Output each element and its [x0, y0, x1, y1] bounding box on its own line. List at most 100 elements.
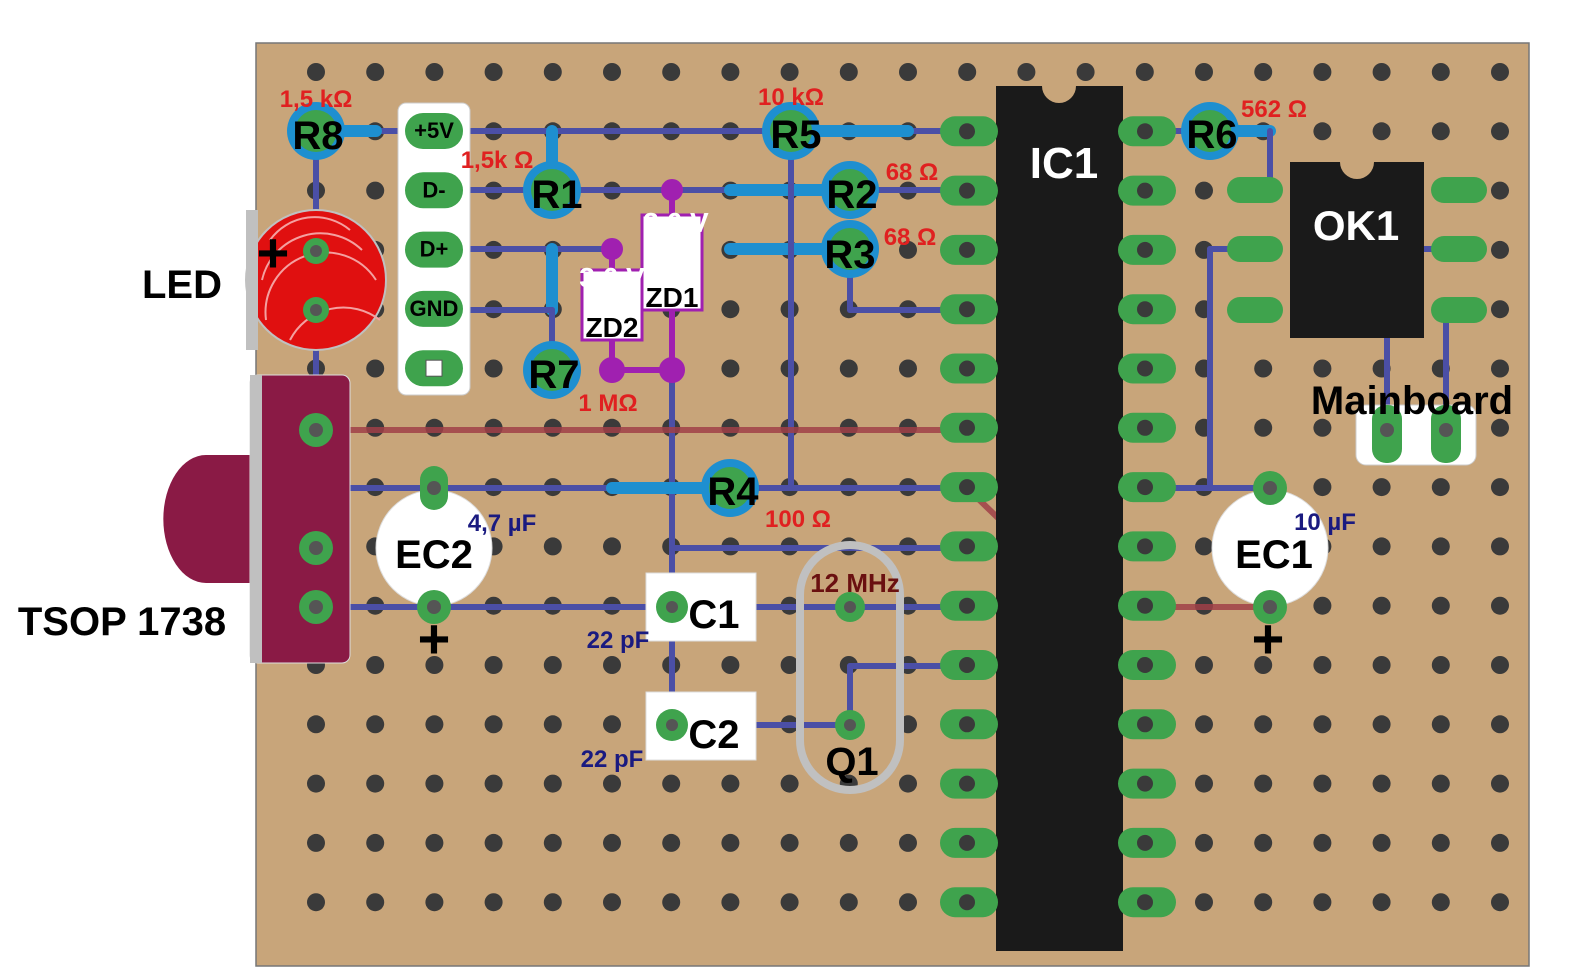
hole [1254, 656, 1273, 674]
hole [307, 715, 325, 734]
r7-value: 1 MΩ [578, 390, 637, 417]
hole [1137, 775, 1153, 792]
hole [1431, 63, 1450, 81]
hole [484, 833, 503, 852]
hole [1372, 656, 1391, 674]
hole [603, 715, 621, 734]
hole [1137, 301, 1153, 318]
c1: C1 22 pF [587, 572, 757, 654]
hole [1195, 774, 1213, 793]
hole [484, 715, 503, 734]
hole [425, 833, 444, 852]
hole [1491, 122, 1509, 141]
hole [1313, 478, 1332, 497]
r8-value: 1,5 kΩ [280, 86, 353, 113]
hole [1372, 478, 1391, 497]
r4-value: 100 Ω [765, 506, 831, 533]
connector-pin [405, 113, 463, 149]
hole [1491, 240, 1509, 259]
hole [1137, 538, 1153, 555]
hole [1313, 63, 1332, 81]
hole [1313, 893, 1332, 912]
ec2-plus: + [418, 607, 451, 670]
hole [721, 774, 740, 793]
hole [662, 774, 681, 793]
r3-label: R3 [824, 233, 875, 277]
hole [721, 300, 740, 319]
hole [1313, 833, 1332, 852]
hole [1491, 63, 1509, 81]
r5-value: 10 kΩ [758, 84, 824, 111]
hole [1313, 359, 1332, 378]
ec1-plus: + [1252, 607, 1285, 670]
hole [1137, 657, 1153, 673]
ic1: IC1 [940, 86, 1176, 951]
led: + LED [142, 209, 387, 351]
hole [1491, 596, 1509, 615]
hole [721, 656, 740, 674]
hole [484, 359, 503, 378]
r7-label: R7 [528, 353, 579, 397]
hole [1195, 63, 1213, 81]
hole [366, 774, 385, 793]
c1-label: C1 [688, 593, 739, 637]
hole [1254, 893, 1273, 912]
c1-value: 22 pF [587, 627, 650, 654]
hole [662, 893, 681, 912]
hole [1491, 893, 1509, 912]
hole [366, 893, 385, 912]
hole [1372, 596, 1391, 615]
hole [1431, 478, 1450, 497]
hole [899, 893, 917, 912]
resistor-pad [1189, 110, 1231, 152]
hole [1313, 774, 1332, 793]
hole [1137, 360, 1153, 377]
hole [484, 893, 503, 912]
ec1-value: 10 µF [1294, 509, 1356, 536]
hole [1431, 122, 1450, 141]
connector-pin-label: +5V [414, 118, 454, 143]
hole [721, 893, 740, 912]
hole [1491, 656, 1509, 674]
hole [959, 597, 975, 614]
zd1-value: 3,6 V [643, 207, 709, 238]
zd2-label: ZD2 [586, 312, 639, 343]
hole [959, 894, 975, 911]
r4-label: R4 [707, 470, 759, 514]
hole [839, 833, 858, 852]
hole [1372, 537, 1391, 556]
r3-value: 68 Ω [884, 224, 937, 251]
led-plus: + [257, 221, 290, 284]
hole [959, 657, 975, 673]
hole [1195, 656, 1213, 674]
hole [1254, 833, 1273, 852]
hole [899, 774, 917, 793]
ok1: OK1 [1227, 162, 1487, 338]
hole [839, 359, 858, 378]
connector-pin-label: GND [410, 296, 459, 321]
usb-connector: +5VD-D+GND [397, 102, 471, 396]
hole [1491, 478, 1509, 497]
hole [1313, 122, 1332, 141]
hole [1431, 596, 1450, 615]
resistor-pad [531, 169, 573, 211]
hole [780, 893, 799, 912]
hole [1137, 241, 1153, 258]
resistor-pad [770, 110, 812, 152]
hole [1195, 181, 1213, 200]
hole [1491, 300, 1509, 319]
hole [959, 716, 975, 733]
resistor-pad [829, 228, 871, 270]
mainboard-connector: Mainboard [1311, 379, 1513, 466]
q1-value: 12 MHz [810, 568, 900, 598]
hole [662, 63, 681, 81]
zd1 [640, 179, 704, 383]
hole [1254, 359, 1273, 378]
hole [1372, 774, 1391, 793]
hole [1137, 479, 1153, 496]
hole [543, 774, 562, 793]
hole [366, 656, 385, 674]
hole [959, 301, 975, 318]
hole [543, 656, 562, 674]
hole [1195, 537, 1213, 556]
